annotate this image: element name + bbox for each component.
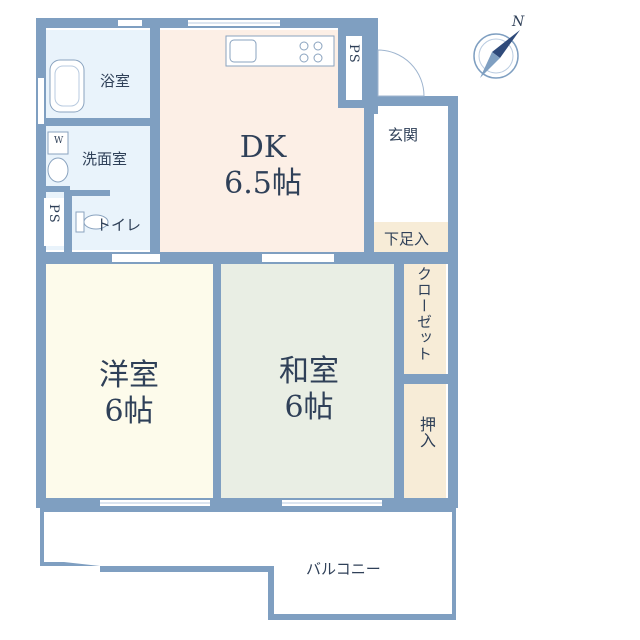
window-wash <box>38 78 44 124</box>
dk-name-label: DK <box>239 130 287 165</box>
washbasin <box>47 157 69 183</box>
japanese-room-size-label: 6帖 <box>284 390 334 425</box>
wall-rooms-divider <box>213 258 221 504</box>
wall-entry-left <box>368 18 378 114</box>
ps-left-box <box>44 198 64 246</box>
entrance-door-swing <box>377 49 425 97</box>
wall-right <box>448 96 458 508</box>
ps-left-label: PS <box>46 204 61 224</box>
wall-bath-bottom <box>36 118 156 126</box>
oshiire-floor <box>402 384 446 498</box>
wall-ps-right <box>64 190 72 252</box>
japanese-room-floor <box>220 262 396 498</box>
door-gap-dk-western <box>112 254 160 262</box>
wall-wet-right <box>150 18 160 264</box>
wall-closet-divider <box>394 374 456 384</box>
compass-needle-dark <box>492 30 520 58</box>
kitchen-counter <box>225 35 335 67</box>
compass <box>473 30 520 79</box>
western-room-floor <box>44 262 216 498</box>
toilet-bowl <box>83 214 109 230</box>
oshiire-label: 押入 <box>417 416 436 448</box>
entrance-floor <box>372 108 448 220</box>
wall-entry-top <box>368 96 458 106</box>
closet-label: クローゼット <box>415 266 433 362</box>
door-gap-dk-japanese <box>262 254 334 262</box>
kitchen-sink <box>229 39 257 63</box>
ps-top-label: PS <box>346 44 361 64</box>
wall-toilet-top <box>64 190 110 196</box>
wall-bottom <box>36 498 458 508</box>
washer-mark: W <box>54 136 64 146</box>
compass-needle-light <box>480 52 500 78</box>
window-bath <box>118 20 142 26</box>
dk-floor <box>158 30 368 258</box>
ps-top-box <box>346 36 362 100</box>
washer-box <box>47 131 69 155</box>
washroom-label: 洗面室 <box>82 150 128 168</box>
bath-label: 浴室 <box>100 72 131 90</box>
toilet-label: トイレ <box>96 216 142 234</box>
entrance-label: 玄関 <box>388 126 419 144</box>
western-room-size-label: 6帖 <box>104 394 154 429</box>
shoe-cabinet-floor <box>372 222 448 252</box>
closet-floor <box>402 264 446 374</box>
dk-size-label: 6.5帖 <box>224 166 302 201</box>
bathtub <box>49 59 85 113</box>
wall-dk-right <box>364 100 374 260</box>
shoe-cabinet-label: 下足入 <box>384 230 430 248</box>
wall-mid-horizontal <box>36 252 456 264</box>
western-room-name-label: 洋室 <box>99 358 159 393</box>
balcony-label: バルコニー <box>306 560 381 578</box>
toilet-tank <box>75 211 85 233</box>
japanese-room-name-label: 和室 <box>279 354 339 389</box>
wall-wash-bottom <box>36 186 70 192</box>
compass-north-label: N <box>512 14 525 30</box>
